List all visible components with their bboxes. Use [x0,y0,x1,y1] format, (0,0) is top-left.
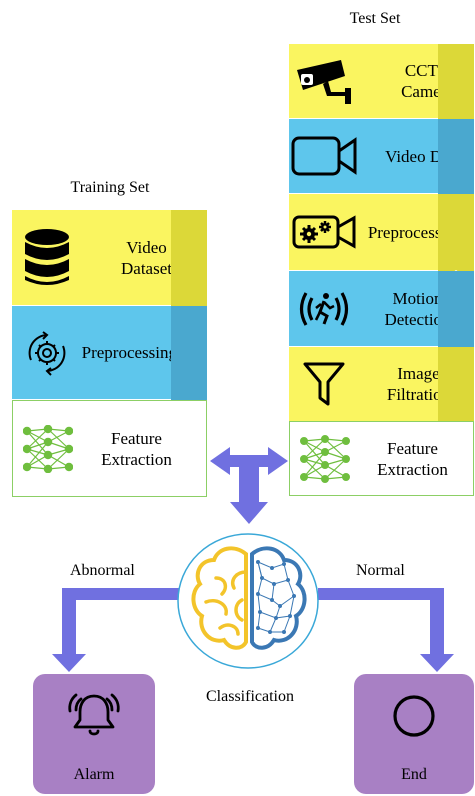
test-block-feature-extraction: Feature Extraction [289,421,474,496]
training-block-feature-extraction: Feature Extraction [12,400,207,497]
alarm-card: Alarm [33,674,155,794]
brain-icon [177,533,319,669]
classification-label: Classification [206,688,294,705]
training-label-video-dataset: Video Dataset [121,237,172,278]
motion-sensor-icon [289,288,359,330]
test-block-motion-detection: Motion Detection [289,271,474,359]
test-label-motion-detection: Motion Detection [384,288,451,329]
abnormal-arrow [52,588,184,672]
test-stack: CCTV Camera Video Data Preproces [289,44,474,496]
training-block-preprocessing: Preprocessing [12,306,207,416]
filter-icon [289,360,359,408]
database-icon [12,228,82,288]
normal-arrow [318,588,454,672]
training-label-feature-extraction: Feature Extraction [101,428,172,469]
test-block-preprocessing: Preprocessing [289,194,474,282]
cctv-camera-icon [289,56,359,106]
end-circle-icon [392,694,436,738]
test-block-cctv-camera: CCTV Camera [289,44,474,132]
video-camera-icon [289,135,359,177]
training-stack: Video Dataset Preprocessing [12,210,207,497]
test-block-image-filtration: Image Filtration [289,347,474,435]
test-label-feature-extraction: Feature Extraction [377,438,448,479]
gears-camera-icon [289,214,359,250]
gear-cycle-icon [12,330,82,376]
end-card: End [354,674,474,794]
neural-network-icon [290,434,360,483]
classification-node [176,532,321,670]
training-set-title: Training Set [70,179,150,196]
down-arrow [230,467,268,524]
bidirectional-arrow [210,447,288,475]
training-label-preprocessing: Preprocessing [81,343,177,362]
test-label-image-filtration: Image Filtration [386,364,451,404]
alarm-label: Alarm [73,766,115,783]
training-block-video-dataset: Video Dataset [12,210,207,320]
test-block-video-data: Video Data [289,119,474,207]
normal-label: Normal [356,562,405,579]
neural-network-icon [13,424,83,473]
abnormal-label: Abnormal [70,562,135,579]
alarm-bell-icon [64,686,124,742]
end-label: End [401,766,427,783]
test-set-title: Test Set [349,10,401,27]
